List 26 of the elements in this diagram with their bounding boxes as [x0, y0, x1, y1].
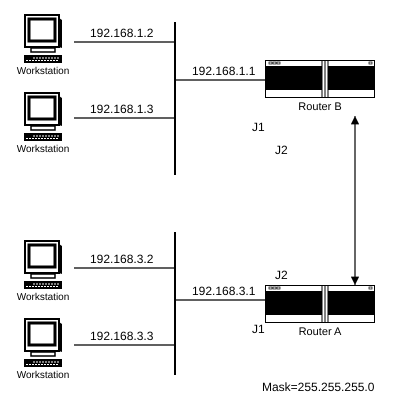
interface-label: J2 [275, 143, 288, 157]
bus-line [174, 22, 176, 175]
node-label: Router B [298, 101, 342, 114]
arrow [350, 116, 360, 285]
connector-line [176, 79, 265, 81]
ip-address-label: 192.168.3.3 [90, 329, 154, 343]
node-label: Workstation [16, 292, 70, 304]
ip-address-label: 192.168.1.3 [90, 102, 154, 116]
node-label: Workstation [16, 370, 70, 382]
ip-address-label: 192.168.3.1 [192, 284, 256, 298]
node-label: Workstation [16, 66, 70, 78]
interface-label: J1 [252, 120, 265, 134]
connector-line [74, 117, 174, 119]
connector-line [74, 41, 174, 43]
connector-line [74, 344, 174, 346]
node-label: Workstation [16, 144, 70, 156]
interface-label: J1 [252, 322, 265, 336]
node-label: Router A [298, 326, 342, 339]
ip-address-label: 192.168.1.2 [90, 26, 154, 40]
mask-note: Mask=255.255.255.0 [262, 380, 374, 394]
ip-address-label: 192.168.3.2 [90, 252, 154, 266]
connector-line [74, 267, 174, 269]
ip-address-label: 192.168.1.1 [192, 64, 256, 78]
interface-label: J2 [275, 268, 288, 282]
connector-line [176, 299, 265, 301]
bus-line [174, 232, 176, 375]
